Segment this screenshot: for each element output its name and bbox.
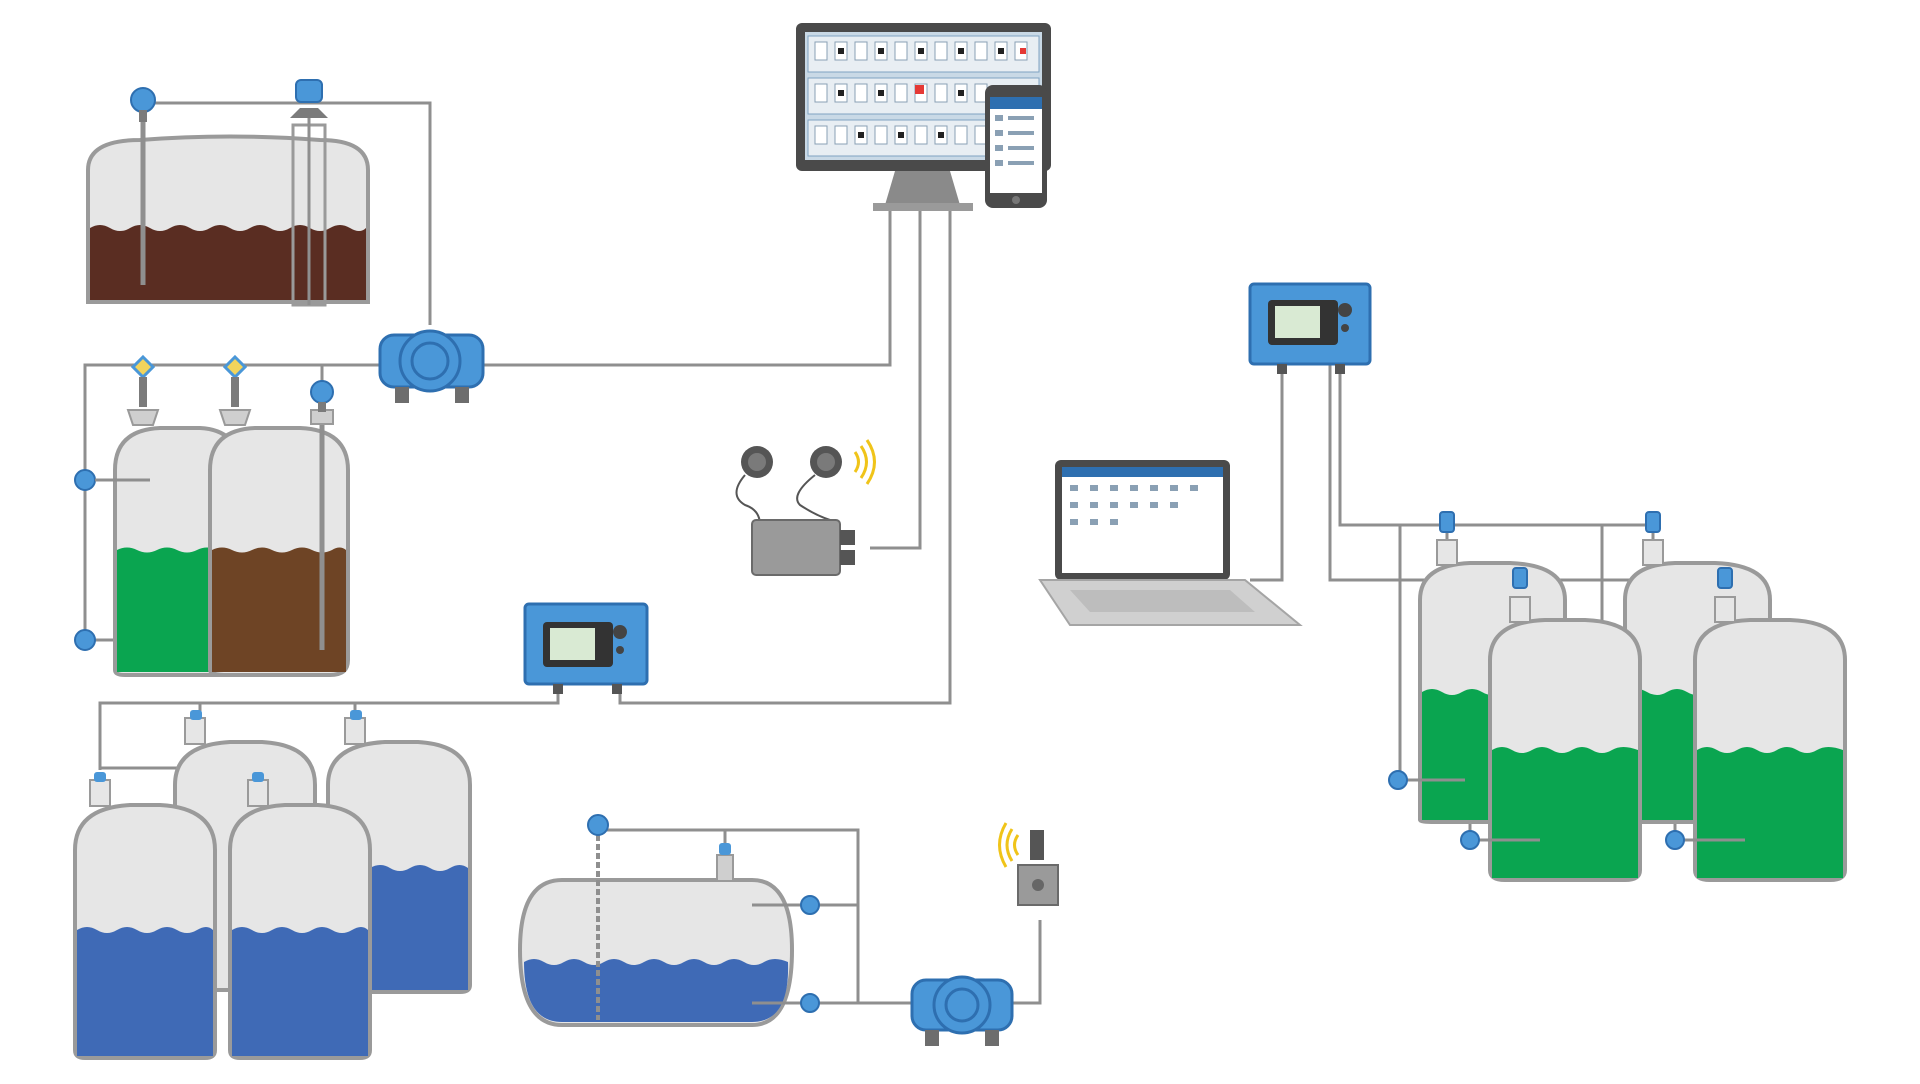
right-tanks [1388,511,1847,882]
wire-monitor-gateway [870,205,922,550]
horizontal-tank [517,814,820,1027]
pressure-sensor-icon [74,629,96,651]
smartphone-icon [985,85,1047,208]
wire-controller-laptop [1250,365,1284,582]
wire-controller-right-tanks [1338,365,1650,527]
monitor-indicator-marks [838,48,1004,138]
gateway-icon [378,329,485,403]
monitor-status-tiles [814,41,1028,145]
controller-display-icon [523,602,649,694]
wire-controller-tanks [98,690,560,770]
top-storage-tank [86,79,370,307]
level-transmitter-icon [290,79,328,118]
wireless-signal-icon [998,822,1020,868]
laptop-icon [1038,460,1303,626]
right-front-right-liquid [1697,747,1843,878]
wire-hub-monitor [480,205,892,367]
level-transmitter-icon [130,354,156,407]
level-transmitter-icon [310,380,334,412]
level-transmitter-icon [222,354,248,407]
middle-left-tanks [74,354,350,677]
gateway-icon [910,975,1014,1046]
wireless-adapter [998,822,1059,906]
front-tank-liquid-left [77,927,213,1056]
brown-tank-liquid [212,547,346,672]
right-front-left-liquid [1492,747,1638,878]
level-transmitter-icon [587,814,731,855]
level-transmitter-icon [1439,511,1733,589]
wire-monitor-controller [618,205,952,705]
bottom-left-tanks [73,710,472,1060]
pressure-sensor-icon [800,895,820,1013]
green-tank-liquid [117,547,238,672]
level-transmitter-icon [94,710,362,782]
wireless-signal-icon [853,439,876,485]
wireless-gateway [735,439,876,576]
controller-display-icon [1248,282,1372,374]
front-tank-liquid-right [232,927,368,1056]
pressure-sensor-icon [1388,770,1685,850]
pressure-sensor-icon [74,469,150,491]
alarm-indicator [915,85,924,94]
horizontal-tank-liquid [524,959,789,1022]
level-transmitter-icon [130,87,156,122]
top-tank-liquid [90,225,366,300]
laptop-screen-tiles [1070,485,1198,525]
wire-hub-middle [83,363,385,640]
